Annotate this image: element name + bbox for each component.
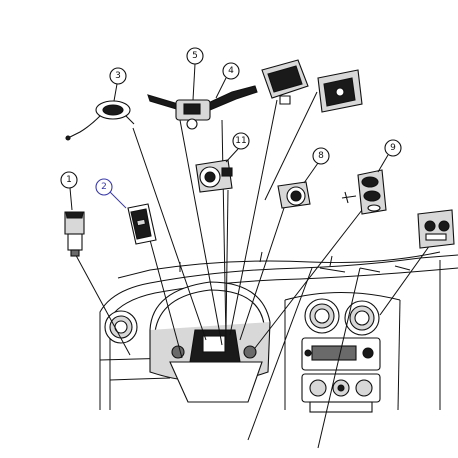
part-ignition-lock bbox=[64, 211, 85, 257]
climate-control-panel bbox=[301, 373, 381, 413]
callout-2-label: 2 bbox=[101, 182, 107, 192]
part-ignition-switch bbox=[195, 159, 233, 193]
callout-1: 1 bbox=[60, 171, 78, 211]
callout-11: 11 bbox=[225, 132, 250, 163]
callout-5-label: 5 bbox=[192, 51, 198, 61]
dashboard bbox=[99, 251, 458, 411]
steering-wheel bbox=[149, 281, 271, 403]
part-control-module-b bbox=[317, 69, 363, 113]
callout-9-label: 9 bbox=[390, 143, 396, 153]
part-clockspring bbox=[65, 100, 135, 141]
callout-3: 3 bbox=[109, 67, 127, 102]
callout-3-label: 3 bbox=[115, 71, 121, 81]
part-switch-bezel bbox=[341, 169, 387, 215]
part-control-module-a bbox=[261, 59, 309, 105]
leader-lines bbox=[71, 91, 431, 449]
callout-4: 4 bbox=[215, 62, 240, 99]
callout-1-label: 1 bbox=[66, 175, 72, 185]
callout-8: 8 bbox=[303, 147, 330, 184]
callout-11-label: 11 bbox=[235, 136, 246, 146]
callout-5: 5 bbox=[186, 47, 204, 101]
center-air-vents bbox=[304, 298, 380, 336]
callout-4-label: 4 bbox=[228, 66, 234, 76]
part-multifunction-switch bbox=[147, 85, 258, 130]
callout-9: 9 bbox=[377, 139, 402, 173]
part-headlamp-switch bbox=[277, 181, 311, 209]
part-switch-panel bbox=[127, 203, 157, 245]
part-instrument-switch bbox=[417, 209, 455, 249]
callout-8-label: 8 bbox=[318, 151, 324, 161]
radio-unit bbox=[301, 337, 381, 371]
callout-2: 2 bbox=[95, 178, 127, 209]
